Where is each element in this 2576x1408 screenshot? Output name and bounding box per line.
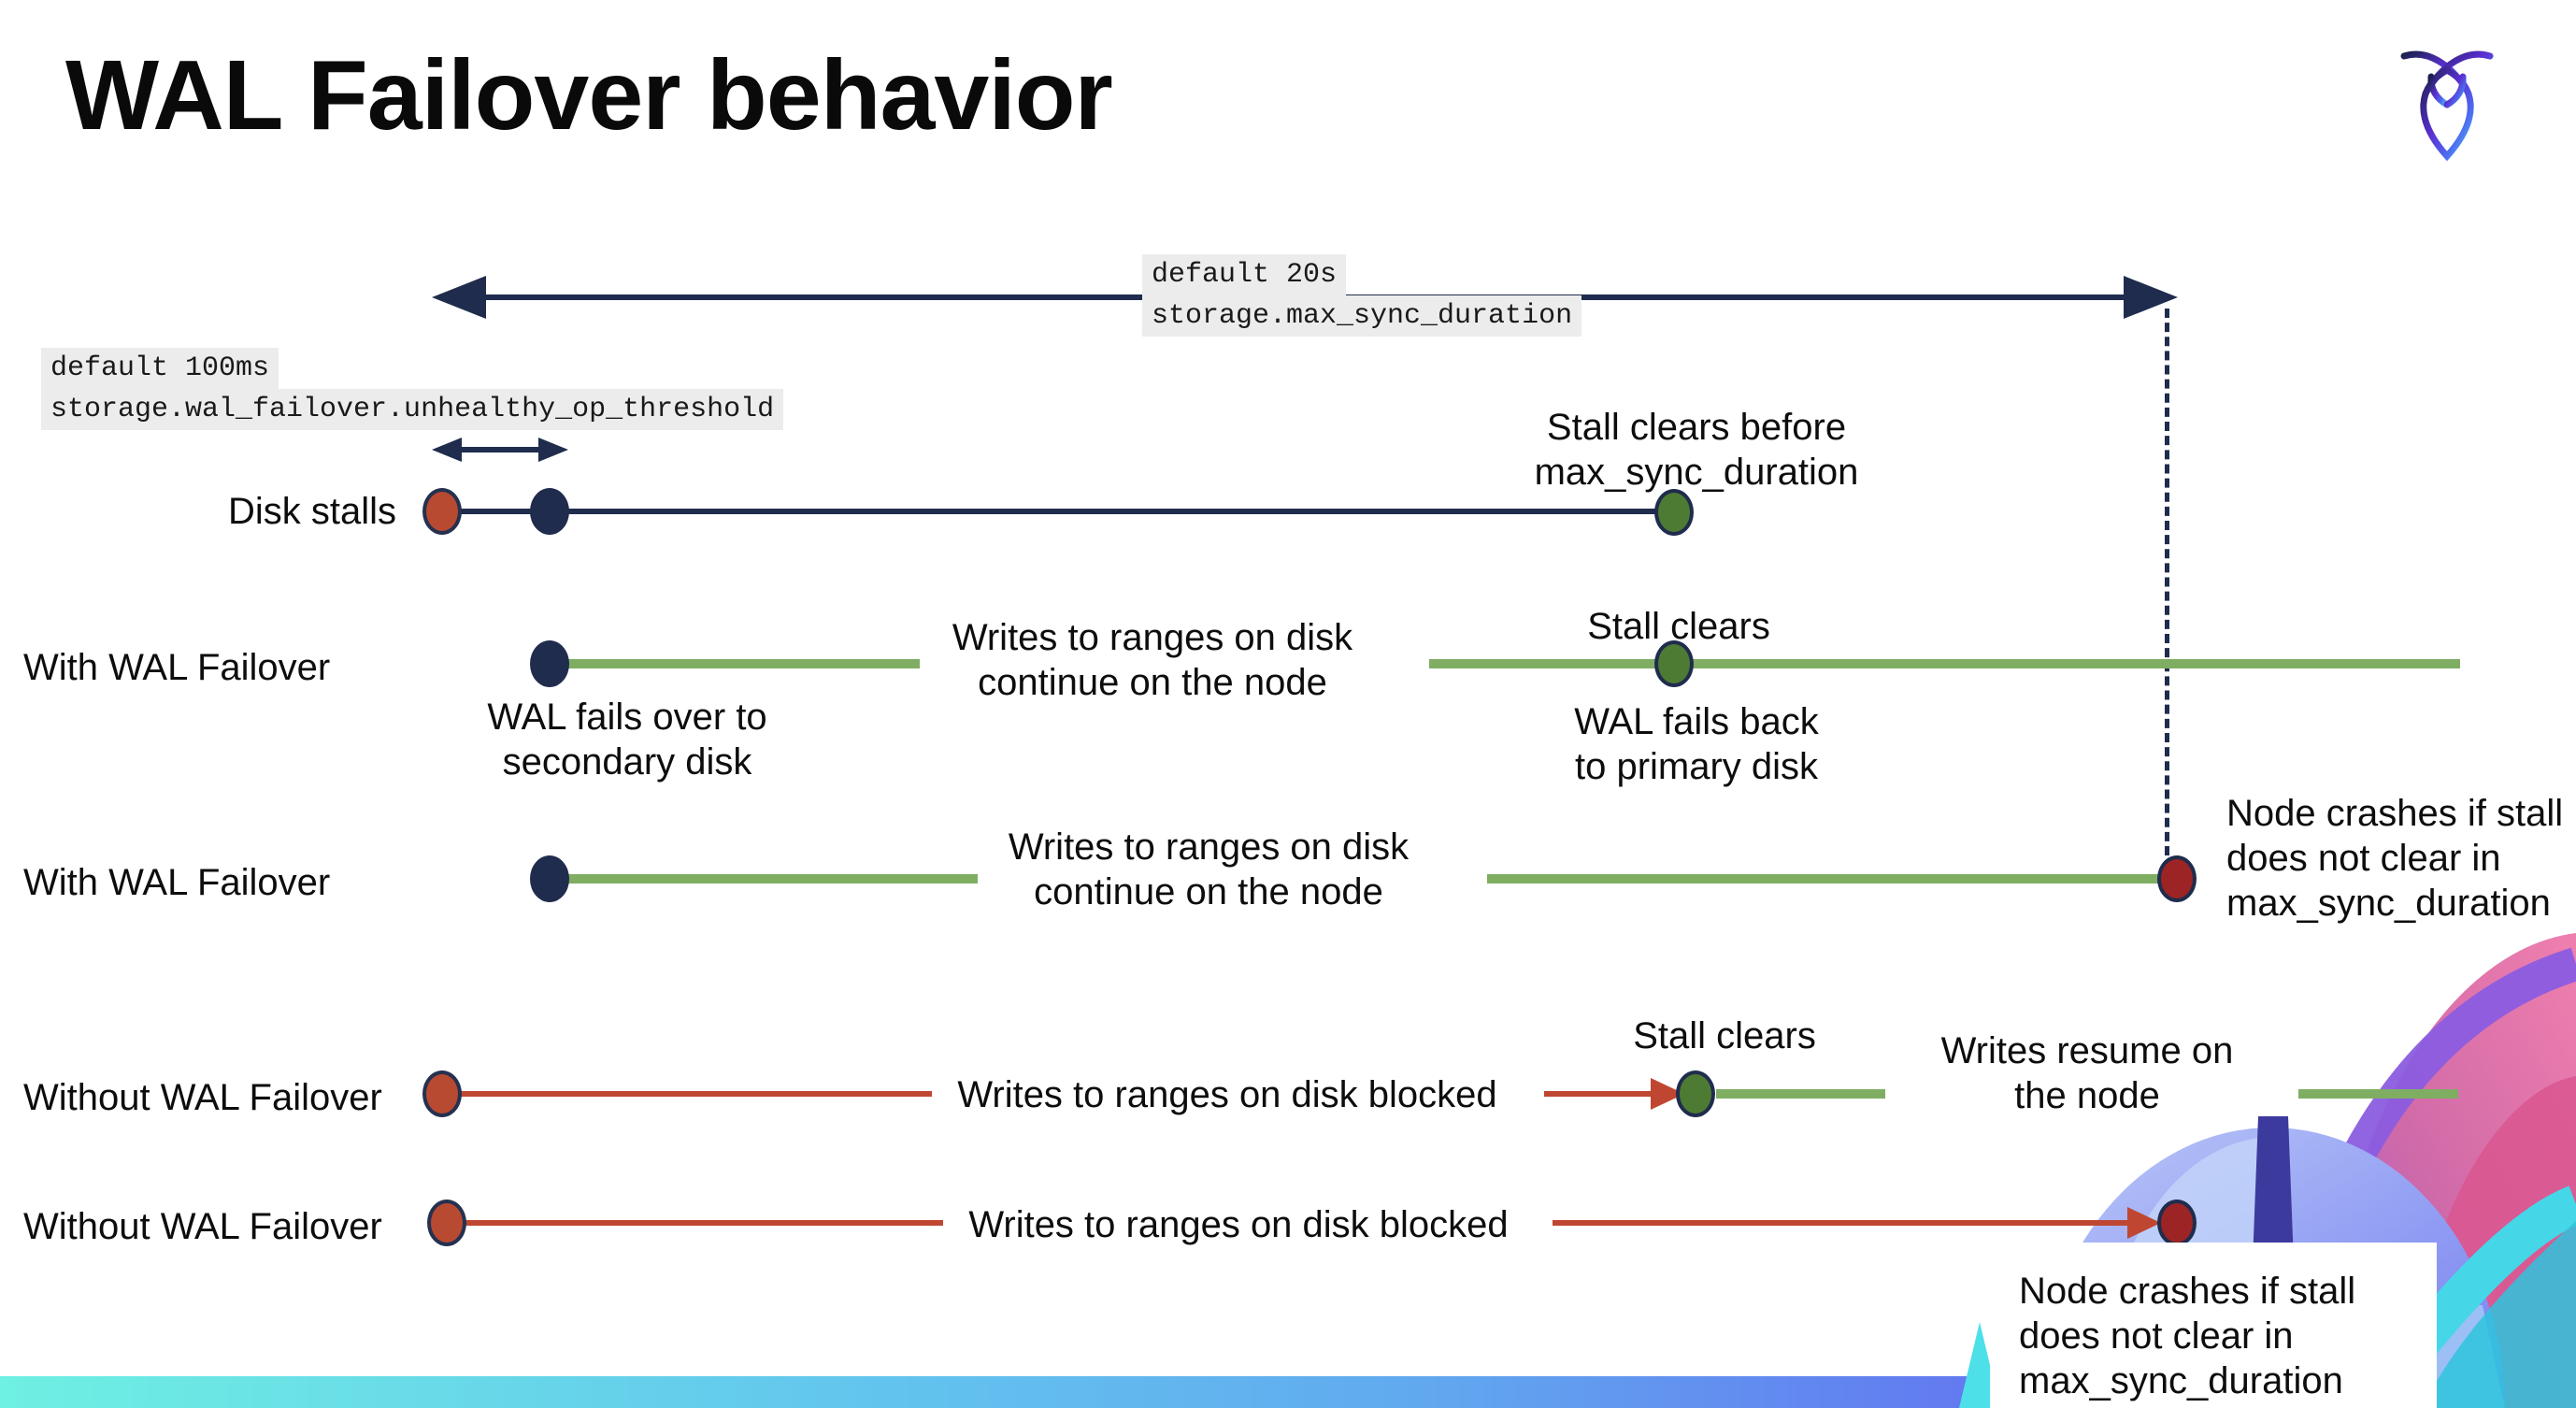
writes-blocked-text-2: Writes to ranges on disk blocked xyxy=(968,1204,1509,1245)
writes-blocked-line-3 xyxy=(447,1220,943,1226)
threshold-dot xyxy=(530,488,569,535)
stall-clears-text-1: Stall clears xyxy=(1587,606,1770,647)
writes-continue-text-1: Writes to ranges on disk continue on the… xyxy=(952,617,1353,703)
default-100ms-chip: default 100ms xyxy=(41,348,279,389)
writes-blocked-line-2 xyxy=(1544,1091,1666,1097)
page-title: WAL Failover behavior xyxy=(65,40,1113,151)
writes-blocked-line-1 xyxy=(442,1091,932,1097)
arrow-right-head-icon xyxy=(2124,276,2178,319)
arrow-left-head-icon xyxy=(432,276,486,319)
writes-blocked-text-1: Writes to ranges on disk blocked xyxy=(957,1074,1497,1115)
failback-dot xyxy=(1654,640,1694,687)
threshold-arrow-left-head-icon xyxy=(432,438,462,462)
row-label-without-wal-failover-2: Without WAL Failover xyxy=(23,1206,382,1247)
cockroachdb-logo-icon xyxy=(2400,50,2494,162)
writes-blocked-line-4 xyxy=(1553,1220,2129,1226)
writes-continue-line-3 xyxy=(561,874,978,884)
stall-start-dot xyxy=(422,488,462,535)
writes-continue-text-2: Writes to ranges on disk continue on the… xyxy=(1008,826,1410,912)
node-crashes-callout-box: Node crashes if stall does not clear in … xyxy=(1990,1243,2437,1408)
failover-dot-2 xyxy=(530,855,569,902)
threshold-arrow-line xyxy=(447,447,553,453)
unhealthy-op-threshold-setting-chip: storage.wal_failover.unhealthy_op_thresh… xyxy=(41,389,784,430)
stall-clears-dot xyxy=(1654,489,1694,536)
stall-clears-dot-2 xyxy=(1676,1070,1715,1117)
stall-clears-text-2: Stall clears xyxy=(1633,1015,1816,1056)
wal-fails-back-text: WAL fails back to primary disk xyxy=(1574,701,1819,787)
writes-resume-line-1 xyxy=(1716,1089,1885,1099)
stall-clears-before-text: Stall clears before max_sync_duration xyxy=(1534,407,1859,493)
blocked-arrow-head-icon-2 xyxy=(2127,1207,2161,1239)
row-label-disk-stalls: Disk stalls xyxy=(228,491,397,532)
node-crash-dot-2 xyxy=(2157,1200,2197,1246)
max-sync-duration-setting-chip: storage.max_sync_duration xyxy=(1142,295,1582,337)
disk-stall-timeline-line xyxy=(442,509,1674,514)
failover-dot xyxy=(530,640,569,687)
max-sync-deadline-dashed-line xyxy=(2165,309,2169,855)
writes-continue-line-1 xyxy=(561,659,920,668)
row-label-with-wal-failover-2: With WAL Failover xyxy=(23,862,331,903)
row-label-without-wal-failover-1: Without WAL Failover xyxy=(23,1077,382,1118)
unhealthy-op-threshold-label: default 100ms storage.wal_failover.unhea… xyxy=(41,348,784,430)
node-crashes-text-2: Node crashes if stall does not clear in … xyxy=(2019,1271,2356,1401)
writes-resume-line-2 xyxy=(2298,1089,2458,1099)
max-sync-duration-label: default 20s storage.max_sync_duration xyxy=(1142,254,1582,337)
row-label-with-wal-failover-1: With WAL Failover xyxy=(23,647,331,688)
threshold-arrow-right-head-icon xyxy=(538,438,568,462)
node-crash-dot-1 xyxy=(2157,855,2197,902)
wal-fails-over-text: WAL fails over to secondary disk xyxy=(487,697,767,783)
default-20s-chip: default 20s xyxy=(1142,254,1347,295)
writes-continue-line-2 xyxy=(1429,659,2460,668)
stall-start-dot-2 xyxy=(422,1070,462,1117)
writes-resume-text: Writes resume on the node xyxy=(1940,1030,2234,1116)
node-crashes-text-1: Node crashes if stall does not clear in … xyxy=(2226,793,2564,924)
writes-continue-line-4 xyxy=(1487,874,2161,884)
stall-start-dot-3 xyxy=(427,1200,466,1246)
